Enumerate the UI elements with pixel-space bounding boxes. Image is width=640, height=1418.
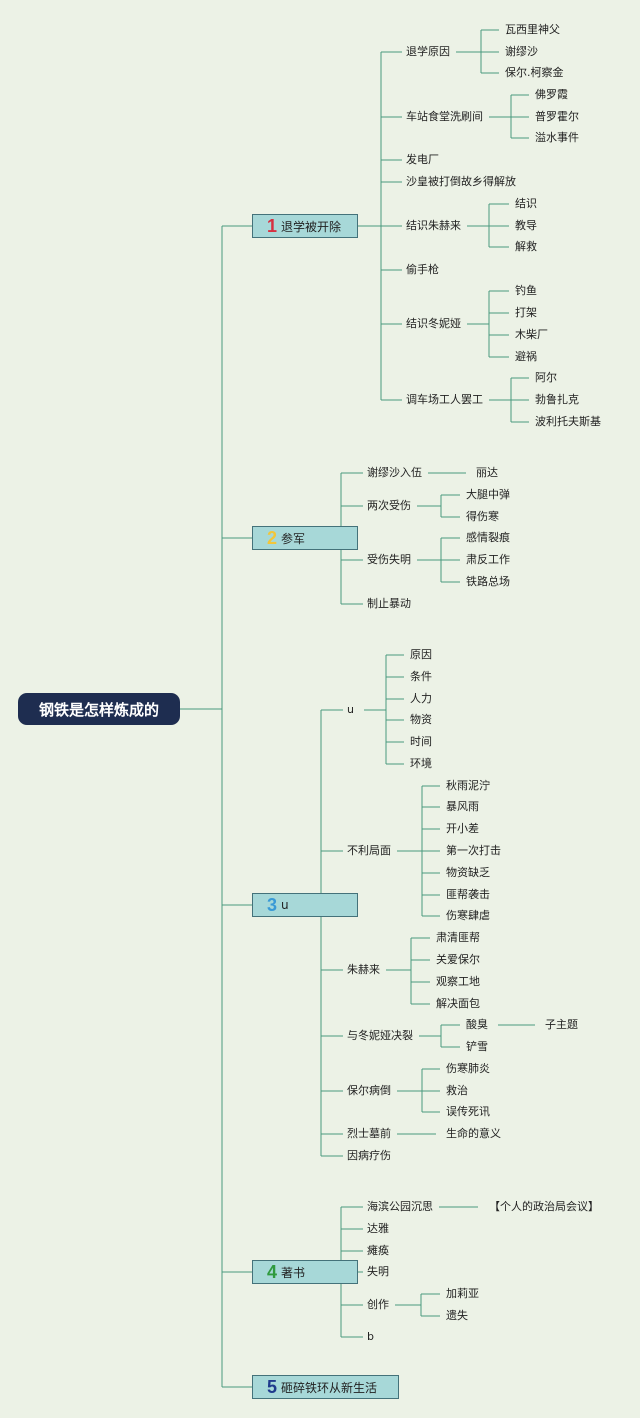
leaf-topic[interactable]: 条件 — [410, 670, 432, 683]
subtopic[interactable]: 车站食堂洗刷间 — [406, 110, 483, 123]
leaf-topic[interactable]: 原因 — [410, 648, 432, 661]
subtopic[interactable]: 瘫痪 — [367, 1244, 389, 1257]
subtopic[interactable]: 沙皇被打倒故乡得解放 — [406, 175, 516, 188]
topic-number: 3 — [267, 894, 278, 915]
leaf-topic[interactable]: 【个人的政治局会议】 — [489, 1200, 599, 1213]
subtopic[interactable]: 达雅 — [367, 1222, 389, 1235]
leaf-topic[interactable]: 避祸 — [515, 350, 537, 363]
leaf-topic[interactable]: 教导 — [515, 219, 537, 232]
subtopic[interactable]: 偷手枪 — [406, 263, 439, 276]
leaf-topic[interactable]: 勃鲁扎克 — [535, 393, 579, 406]
leaf-topic[interactable]: 物资缺乏 — [446, 866, 490, 879]
leaf-topic[interactable]: 佛罗霞 — [535, 88, 568, 101]
leaf-topic[interactable]: 人力 — [410, 692, 432, 705]
leaf-topic[interactable]: 肃清匪帮 — [436, 931, 480, 944]
leaf-topic[interactable]: 结识 — [515, 197, 537, 210]
leaf-topic[interactable]: 解决面包 — [436, 997, 480, 1010]
subtopic[interactable]: 失明 — [367, 1265, 389, 1278]
leaf-topic[interactable]: 溢水事件 — [535, 131, 579, 144]
leaf-topic[interactable]: 感情裂痕 — [466, 531, 510, 544]
topic-label: 著书 — [281, 1265, 306, 1280]
leaf-topic[interactable]: 伤寒肆虐 — [446, 909, 490, 922]
leaf-topic[interactable]: 丽达 — [476, 466, 498, 479]
leaf-topic[interactable]: 匪帮袭击 — [446, 888, 490, 901]
leaf-topic[interactable]: 得伤寒 — [466, 510, 499, 523]
leaf-topic[interactable]: 伤寒肺炎 — [446, 1062, 490, 1075]
leaf-topic[interactable]: 钓鱼 — [515, 284, 537, 297]
subtopic[interactable]: 保尔病倒 — [347, 1084, 391, 1097]
topic-label: u — [281, 898, 289, 912]
leaf-topic[interactable]: 物资 — [410, 713, 432, 726]
topic-label: 退学被开除 — [281, 219, 342, 234]
subtopic[interactable]: 结识朱赫来 — [406, 219, 461, 232]
topic-number: 2 — [267, 527, 278, 548]
leaf-topic[interactable]: 打架 — [515, 306, 537, 319]
subtopic[interactable]: 烈士墓前 — [347, 1127, 391, 1140]
topic-number: 5 — [267, 1376, 278, 1397]
subtopic[interactable]: 退学原因 — [406, 45, 450, 58]
leaf-topic[interactable]: 生命的意义 — [446, 1127, 501, 1140]
topic-number: 4 — [267, 1261, 278, 1282]
subtopic[interactable]: 不利局面 — [347, 844, 391, 857]
leaf-topic[interactable]: 时间 — [410, 735, 432, 748]
leaf-topic[interactable]: 酸臭 — [466, 1018, 488, 1031]
leaf-topic[interactable]: 瓦西里神父 — [505, 23, 560, 36]
leaf-topic[interactable]: 环境 — [410, 757, 432, 770]
subtopic[interactable]: 受伤失明 — [367, 553, 411, 566]
leaf-topic[interactable]: 铁路总场 — [466, 575, 510, 588]
leaf-topic[interactable]: 秋雨泥泞 — [446, 779, 490, 792]
subtopic[interactable]: 谢缪沙入伍 — [367, 466, 422, 479]
leaf-topic[interactable]: 普罗霍尔 — [535, 110, 579, 123]
leaf-topic[interactable]: 救治 — [446, 1084, 468, 1097]
topic-label: 参军 — [281, 531, 306, 546]
subtopic[interactable]: 调车场工人罢工 — [406, 393, 483, 406]
leaf-topic[interactable]: 保尔.柯察金 — [505, 66, 564, 79]
subtopic[interactable]: u — [347, 703, 354, 716]
leaf-topic[interactable]: 误传死讯 — [446, 1105, 490, 1118]
leaf-topic[interactable]: 木柴厂 — [515, 328, 548, 341]
leaf-topic[interactable]: 关爱保尔 — [436, 953, 480, 966]
subtopic[interactable]: 因病疗伤 — [347, 1149, 391, 1162]
leaf-topic[interactable]: 肃反工作 — [466, 553, 510, 566]
leaf-topic[interactable]: 观察工地 — [436, 975, 480, 988]
leaf-topic[interactable]: 加莉亚 — [446, 1287, 479, 1300]
leaf-topic[interactable]: 开小差 — [446, 822, 479, 835]
subtopic[interactable]: b — [367, 1330, 374, 1343]
leaf-topic[interactable]: 遗失 — [446, 1309, 468, 1322]
leaf-topic[interactable]: 暴风雨 — [446, 800, 479, 813]
root-topic[interactable]: 钢铁是怎样炼成的 — [18, 693, 180, 725]
subtopic[interactable]: 与冬妮娅决裂 — [347, 1029, 413, 1042]
subtopic[interactable]: 发电厂 — [406, 153, 439, 166]
subtopic[interactable]: 制止暴动 — [367, 597, 411, 610]
leaf-topic[interactable]: 解救 — [515, 240, 537, 253]
subtopic[interactable]: 结识冬妮娅 — [406, 317, 461, 330]
leaf-topic[interactable]: 谢缪沙 — [505, 45, 538, 58]
topic-number: 1 — [267, 215, 278, 236]
leaf-subtopic[interactable]: 子主题 — [545, 1018, 578, 1031]
subtopic[interactable]: 创作 — [367, 1298, 389, 1311]
leaf-topic[interactable]: 阿尔 — [535, 371, 557, 384]
leaf-topic[interactable]: 波利托夫斯基 — [535, 415, 601, 428]
subtopic[interactable]: 海滨公园沉思 — [367, 1200, 433, 1213]
leaf-topic[interactable]: 铲雪 — [466, 1040, 488, 1053]
topic-label: 砸碎铁环从新生活 — [281, 1380, 378, 1395]
subtopic[interactable]: 朱赫来 — [347, 963, 380, 976]
leaf-topic[interactable]: 第一次打击 — [446, 844, 501, 857]
leaf-topic[interactable]: 大腿中弹 — [466, 488, 510, 501]
subtopic[interactable]: 两次受伤 — [367, 499, 411, 512]
